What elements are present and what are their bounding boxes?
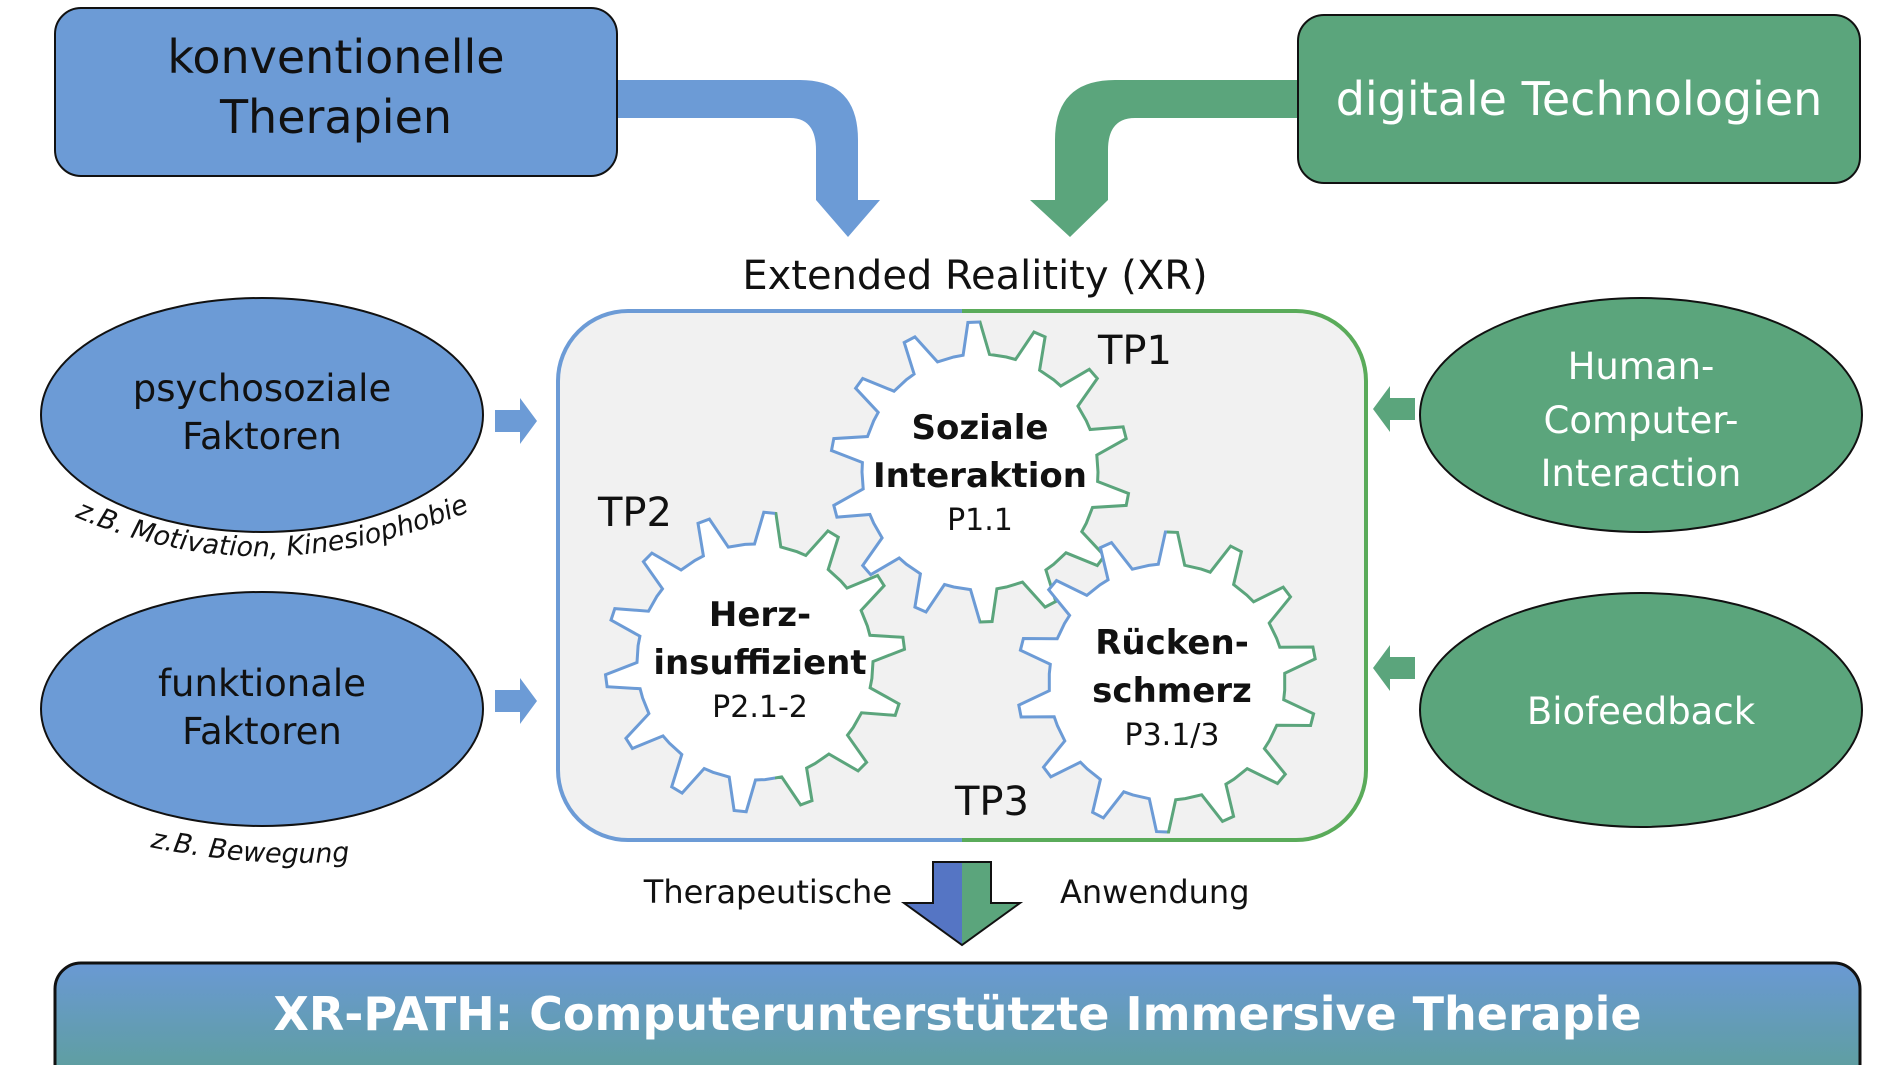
gear-code: P1.1: [947, 503, 1013, 539]
hci-ellipse: [1419, 297, 1863, 533]
tp2-label: TP2: [597, 490, 672, 536]
gear-tp1-text: Soziale Interaktion P1.1: [860, 405, 1100, 542]
hci-label: Human- Computer- Interaction: [1420, 340, 1862, 501]
label-line: Computer-: [1543, 398, 1739, 442]
biofeedback-label: Biofeedback: [1526, 690, 1756, 733]
digital-technologies-box: [1297, 14, 1861, 184]
gear-code: P2.1-2: [712, 690, 808, 726]
conventional-therapies-box: [54, 7, 618, 177]
psychosocial-factors-ellipse: [40, 297, 484, 533]
gear-title: Soziale: [911, 408, 1049, 448]
label-line: Human-: [1567, 345, 1715, 388]
gear-title: Interaktion: [873, 455, 1087, 496]
gear-title: insuffizient: [653, 642, 867, 683]
digital-flow-arrow: [1030, 80, 1298, 237]
gear-tp2-text: Herz- insuffizient P2.1-2: [640, 592, 880, 729]
label-line: psychosoziale: [132, 367, 392, 410]
label-line: Faktoren: [182, 710, 342, 754]
conventional-flow-arrow: [617, 80, 880, 237]
application-arrow: [900, 861, 1024, 947]
xr-panel-border-green: [962, 309, 1368, 842]
biofeedback-ellipse: [1419, 592, 1863, 828]
functional-label: funktionale Faktoren: [41, 660, 483, 756]
gear-3-body: [1018, 532, 1316, 832]
gears-group: [603, 320, 1317, 834]
gear-3-outline-blue: [1017, 530, 1167, 834]
gear-2-body: [605, 512, 905, 812]
banner-title-rest: : Computerunterstützte Immersive Therapi…: [494, 987, 1642, 1041]
psychosocial-label: psychosoziale Faktoren: [41, 365, 483, 461]
application-left-label: Therapeutische: [643, 873, 892, 911]
digital-technologies-label: digitale Technologien: [1335, 72, 1823, 126]
gear-title: Herz-: [708, 595, 812, 635]
banner-title-bold: XR-PATH: [273, 987, 495, 1041]
label-line: funktionale: [158, 662, 366, 705]
functional-factors-ellipse: [40, 591, 484, 827]
xr-panel-border-blue: [556, 309, 962, 842]
banner-title: XR-PATH: Computerunterstützte Immersive …: [55, 985, 1860, 1045]
gear-3-outline-green: [1167, 530, 1317, 834]
tp1-label: TP1: [1097, 328, 1172, 374]
label-line: Interaction: [1540, 452, 1742, 496]
arrow-left-icon: [1373, 386, 1415, 432]
tp3-label: TP3: [954, 779, 1029, 825]
gear-title: Rücken-: [1095, 623, 1249, 663]
conventional-therapies-label: konventionelle Therapien: [55, 28, 617, 148]
application-right-label: Anwendung: [1060, 873, 1250, 911]
gear-1-body: [831, 322, 1129, 622]
gear-2-outline-green: [775, 511, 907, 807]
label-line: Therapien: [219, 89, 453, 144]
gear-1-outline-blue: [829, 320, 980, 624]
label-line: konventionelle: [167, 30, 505, 84]
functional-example: z.B. Bewegung: [148, 823, 351, 869]
xr-label: Extended Realitity (XR): [742, 253, 1208, 299]
arrow-right-icon: [495, 678, 537, 724]
gear-code: P3.1/3: [1124, 718, 1220, 754]
gear-2-outline-blue: [603, 510, 775, 814]
xr-path-banner: [53, 961, 1862, 1065]
gear-tp3-text: Rücken- schmerz P3.1/3: [1052, 620, 1292, 757]
arrow-right-icon: [495, 398, 537, 444]
label-line: Faktoren: [182, 415, 342, 459]
gear-title: schmerz: [1092, 670, 1252, 711]
arrow-left-icon: [1373, 645, 1415, 691]
